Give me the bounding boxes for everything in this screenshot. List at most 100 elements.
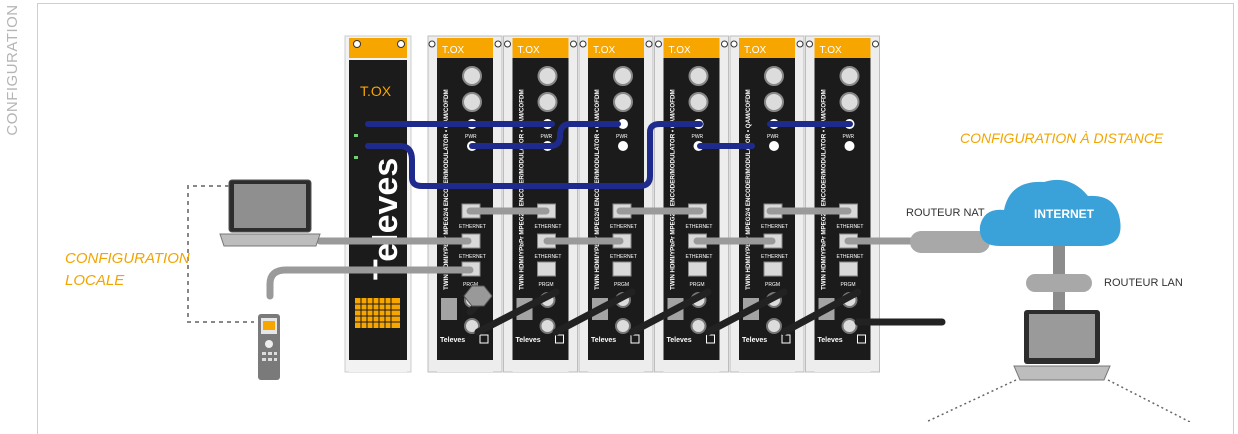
- module-brand: Televes: [667, 337, 692, 344]
- coax-connector: [463, 285, 493, 307]
- ground-icon: [555, 334, 564, 344]
- ethernet-label: ETHERNET: [761, 224, 788, 230]
- encoder-module: T.OX PWR TWIN HDMI/YPbPr MPEG2/4 ENCODER/M…: [654, 35, 729, 373]
- module-side-text: TWIN HDMI/YPbPr MPEG2/4 ENCODER/MODULATO…: [821, 89, 828, 290]
- screw-icon: [655, 40, 662, 48]
- pwr-out-port: [844, 141, 855, 151]
- module-bottom: [814, 360, 871, 372]
- rf-connector-icon: [537, 92, 558, 112]
- ethernet-label: ETHERNET: [459, 254, 486, 260]
- rf-connector-icon: [764, 92, 784, 112]
- local-config-line2: LOCALE: [65, 272, 125, 289]
- module-brand: Televes: [742, 337, 767, 344]
- screw-icon: [504, 40, 511, 48]
- master-brand: Televes: [367, 158, 405, 280]
- prgm-label: PRGM: [765, 282, 780, 288]
- rf-connector-icon: [839, 92, 860, 112]
- vent-icon: [441, 298, 457, 320]
- module-bottom: [588, 360, 644, 372]
- pwr-label: PWR: [541, 134, 553, 140]
- ethernet-label: ETHERNET: [837, 224, 864, 230]
- module-bottom: [512, 360, 569, 372]
- coax-port-icon: [690, 318, 707, 334]
- ethernet-label: ETHERNET: [686, 254, 713, 260]
- module-logo: T.OX: [669, 45, 692, 56]
- coax-port-icon: [539, 318, 556, 334]
- local-config-label: CONFIGURATION LOCALE: [65, 248, 190, 292]
- module-bottom: [437, 360, 493, 372]
- screw-icon: [721, 40, 728, 48]
- module-top-label: [663, 38, 720, 58]
- ethernet-label: ETHERNET: [535, 254, 562, 260]
- pwr-label: PWR: [465, 134, 477, 140]
- pwr-label: PWR: [767, 134, 779, 140]
- screw-icon: [579, 40, 587, 48]
- ethernet-label: ETHERNET: [837, 254, 864, 260]
- internet-cloud-icon: INTERNET: [979, 179, 1121, 246]
- module-logo: T.OX: [518, 45, 541, 56]
- coax-port-icon: [766, 318, 782, 334]
- module-logo: T.OX: [820, 45, 843, 56]
- module-brand: Televes: [440, 337, 465, 344]
- master-unit: T.OX Televes: [344, 35, 412, 373]
- encoder-module: T.OX PWR TWIN HDMI/YPbPr MPEG2/4 ENCODER/M…: [729, 35, 805, 373]
- local-config-dashed-lines: [187, 185, 254, 323]
- prgm-port-icon: [763, 261, 783, 277]
- internet-label: INTERNET: [1034, 207, 1095, 221]
- prgm-port-icon: [688, 261, 707, 277]
- module-top-label: [739, 38, 795, 58]
- screw-icon: [428, 40, 436, 48]
- pwr-out-port: [769, 141, 779, 151]
- ground-icon: [857, 334, 866, 344]
- pwr-label: PWR: [692, 134, 704, 140]
- prgm-port-icon: [839, 261, 858, 277]
- rf-connector-icon: [613, 66, 633, 86]
- router-lan-label: ROUTEUR LAN: [1104, 277, 1183, 289]
- module-bottom: [663, 360, 720, 372]
- ethernet-label: ETHERNET: [459, 224, 486, 230]
- rf-connector-icon: [462, 66, 482, 86]
- coax-port-icon: [615, 318, 631, 334]
- module-side-text: TWIN HDMI/YPbPr MPEG2/4 ENCODER/MODULATO…: [443, 89, 450, 290]
- ground-icon: [781, 334, 791, 344]
- remote-config-label: CONFIGURATION À DISTANCE: [960, 130, 1164, 146]
- screw-icon: [796, 40, 804, 48]
- coax-cables: [466, 288, 946, 336]
- coax-port-icon: [464, 318, 480, 334]
- module-side-text: TWIN HDMI/YPbPr MPEG2/4 ENCODER/MODULATO…: [670, 89, 677, 290]
- ethernet-label: ETHERNET: [686, 224, 713, 230]
- prgm-label: PRGM: [614, 282, 629, 288]
- rf-connector-icon: [764, 66, 784, 86]
- remote-laptop-icon[interactable]: [1013, 310, 1111, 381]
- encoder-module: T.OX PWR TWIN HDMI/YPbPr MPEG2/4 ENCODER/M…: [427, 35, 503, 373]
- rf-connector-icon: [537, 66, 558, 86]
- module-side-text: TWIN HDMI/YPbPr MPEG2/4 ENCODER/MODULATO…: [745, 89, 752, 290]
- encoder-module: T.OX PWR TWIN HDMI/YPbPr MPEG2/4 ENCODER/M…: [503, 35, 578, 373]
- module-side-text: TWIN HDMI/YPbPr MPEG2/4 ENCODER/MODULATO…: [594, 89, 601, 290]
- module-logo: T.OX: [442, 45, 465, 56]
- local-laptop-icon[interactable]: [219, 179, 321, 247]
- module-rack: T.OX PWR TWIN HDMI/YPbPr MPEG2/4 ENCODER/M…: [427, 35, 880, 373]
- router-nat-label: ROUTEUR NAT: [906, 207, 985, 219]
- ethernet-label: ETHERNET: [610, 224, 637, 230]
- diagram-canvas: T.OX Televes T.OX PWR TWIN HDMI/YPbPr MPEG…: [187, 35, 1191, 422]
- local-config-line1: CONFIGURATION: [65, 250, 190, 267]
- rf-connector-icon: [613, 92, 633, 112]
- screw-icon: [730, 40, 738, 48]
- module-logo: T.OX: [593, 45, 616, 56]
- prgm-label: PRGM: [463, 282, 478, 288]
- diagram-frame: [37, 3, 1234, 434]
- module-brand: Televes: [818, 337, 843, 344]
- prgm-port-icon: [537, 261, 556, 277]
- master-logo: T.OX: [360, 83, 392, 99]
- prgm-port-icon: [612, 261, 632, 277]
- module-top-label: [588, 38, 644, 58]
- ground-icon: [630, 334, 640, 344]
- vent-grille: [355, 298, 400, 328]
- screw-icon: [806, 40, 813, 48]
- pwr-label: PWR: [843, 134, 855, 140]
- handheld-meter-icon[interactable]: [258, 314, 280, 380]
- module-side-text: TWIN HDMI/YPbPr MPEG2/4 ENCODER/MODULATO…: [519, 89, 526, 290]
- module-logo: T.OX: [744, 45, 767, 56]
